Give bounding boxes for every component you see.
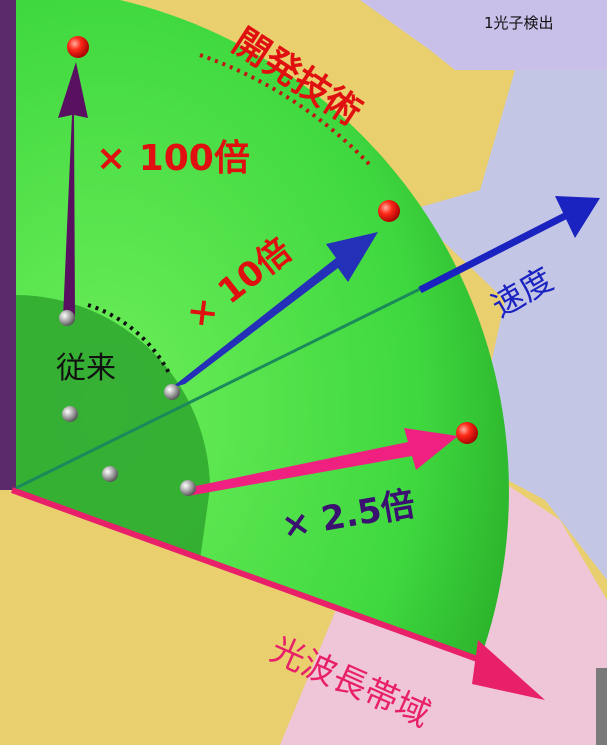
dot-conventional-5 xyxy=(180,480,196,496)
arrow-100x xyxy=(58,62,88,318)
dot-developed-diagonal xyxy=(378,200,400,222)
arc-dotted-inner xyxy=(87,303,172,376)
speed-axis-head xyxy=(555,196,600,238)
speed-axis-line xyxy=(418,212,567,294)
wavelength-axis-head xyxy=(472,640,545,700)
top-panel xyxy=(360,0,607,70)
wavelength-axis-line xyxy=(10,487,482,663)
dot-conventional-4 xyxy=(102,466,118,482)
dot-conventional-2 xyxy=(164,384,180,400)
core-label: 従来 xyxy=(56,351,116,386)
dot-developed-right xyxy=(456,422,478,444)
arrow-10x xyxy=(171,232,378,388)
header-note: 1光子検出 xyxy=(484,14,554,32)
dot-developed-top xyxy=(67,36,89,58)
dot-conventional-3 xyxy=(62,406,78,422)
left-border xyxy=(0,0,16,490)
arrow-2-5x xyxy=(186,428,458,496)
dot-conventional-1 xyxy=(59,310,75,326)
core-region xyxy=(16,295,210,560)
multiplier-vertical: × 100倍 xyxy=(96,138,250,179)
corner-swatch xyxy=(596,668,607,745)
